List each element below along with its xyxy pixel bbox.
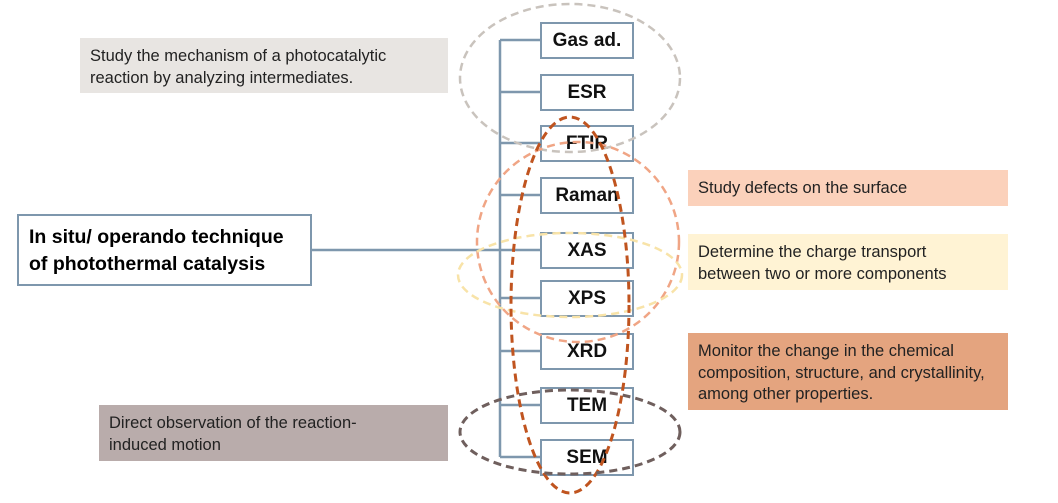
note-charge-line2: between two or more components — [698, 264, 947, 283]
technique-box-raman: Raman — [540, 177, 634, 214]
technique-box-xas: XAS — [540, 232, 634, 269]
note-mechanism: Study the mechanism of a photocatalytic … — [80, 38, 448, 93]
technique-box-tem: TEM — [540, 387, 634, 424]
note-motion-line1: Direct observation of the reaction- — [109, 414, 357, 432]
note-composition-line2: composition, structure, and crystallinit… — [698, 363, 985, 382]
main-label-line1: In situ/ operando technique — [29, 226, 284, 248]
note-composition-line1: Monitor the change in the chemical — [698, 342, 954, 360]
note-charge-line1: Determine the charge transport — [698, 243, 927, 261]
technique-box-xrd: XRD — [540, 333, 634, 370]
note-defects: Study defects on the surface — [688, 170, 1008, 206]
technique-box-gas-ad: Gas ad. — [540, 22, 634, 59]
note-mechanism-line2: reaction by analyzing intermediates. — [90, 68, 354, 87]
note-charge-transport: Determine the charge transport between t… — [688, 234, 1008, 290]
note-motion: Direct observation of the reaction- indu… — [99, 405, 448, 461]
note-defects-line1: Study defects on the surface — [698, 179, 908, 197]
note-mechanism-line1: Study the mechanism of a photocatalytic — [90, 47, 387, 65]
technique-box-xps: XPS — [540, 280, 634, 317]
technique-box-esr: ESR — [540, 74, 634, 111]
main-technique-box: In situ/ operando technique of photother… — [17, 214, 312, 286]
technique-box-ftir: FTIR — [540, 125, 634, 162]
note-composition: Monitor the change in the chemical compo… — [688, 333, 1008, 410]
note-composition-line3: among other properties. — [698, 385, 874, 403]
note-motion-line2: induced motion — [109, 435, 221, 454]
main-label-line2: of photothermal catalysis — [29, 253, 266, 275]
technique-box-sem: SEM — [540, 439, 634, 476]
